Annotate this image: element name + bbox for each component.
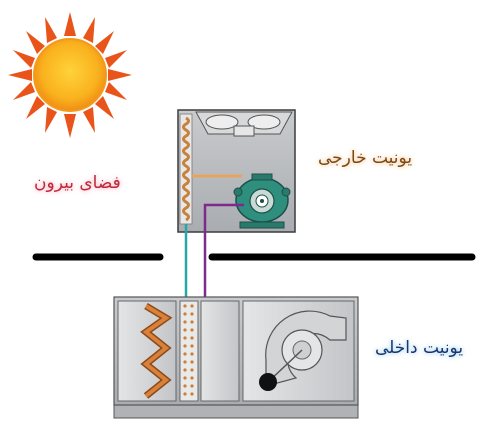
filter-icon xyxy=(117,300,177,402)
outside-space-label: فضای بیرون xyxy=(34,173,121,193)
blower-fan-icon xyxy=(242,300,355,402)
coil-icon xyxy=(179,300,199,402)
outdoor-unit-label: یونیت خارجی xyxy=(318,148,413,168)
indoor-unit-label: یونیت داخلی xyxy=(375,338,464,358)
liquid-line xyxy=(184,224,188,302)
compressor-icon xyxy=(233,173,291,229)
coil-icon xyxy=(179,113,193,225)
indoor-unit xyxy=(113,296,359,419)
condenser-fan-icon xyxy=(195,111,293,137)
sun-icon xyxy=(8,12,132,138)
outdoor-unit xyxy=(177,109,296,233)
